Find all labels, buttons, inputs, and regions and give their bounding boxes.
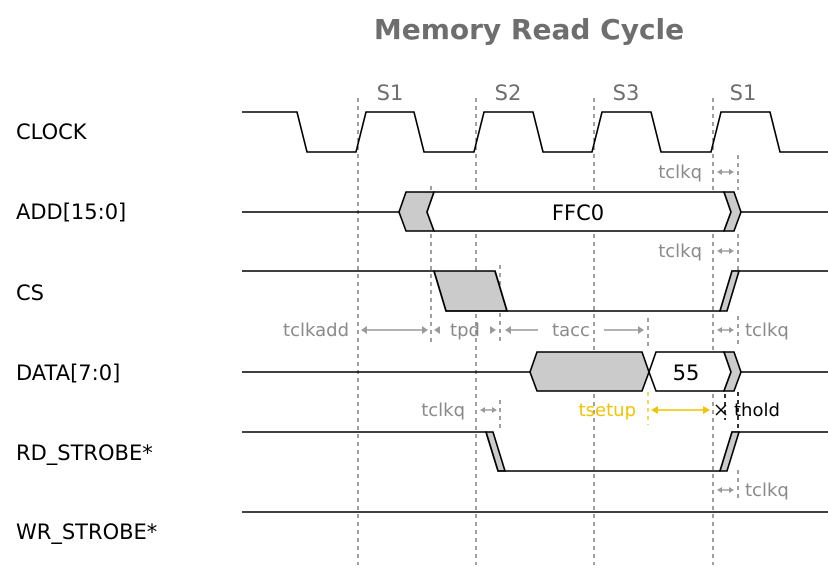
diagram-title: Memory Read Cycle [374,13,684,46]
timing-label-tsetup: tsetup [579,400,636,421]
signal-label-clock: CLOCK [16,120,88,144]
timing-label-tclkq-data: tclkq [745,320,789,341]
timing-arrow-tacc [505,326,644,334]
timing-arrow-tclkq-rd-end [717,487,734,493]
timing-label-tclkq-rd: tclkq [421,400,465,421]
timing-label-tclkq-cs: tclkq [658,241,702,262]
signal-label-add: ADD[15:0] [16,200,126,224]
timing-arrow-tpd [434,326,496,334]
clock-edge-guides [357,98,714,565]
cs-line [242,270,828,312]
timing-arrow-tclkq-data [717,327,734,333]
state-label-s1: S1 [377,81,404,105]
data-bus-waveform: 55 [242,351,828,392]
timing-label-thold: thold [734,400,780,421]
state-label-s1-next: S1 [730,81,757,105]
timing-arrow-tsetup [651,406,710,414]
clock-waveform [242,111,828,153]
add-release [722,191,742,232]
data-release [722,351,742,392]
timing-label-tclkadd: tclkadd [283,320,349,341]
signal-label-rd-strobe: RD_STROBE* [16,441,153,466]
add-value: FFC0 [552,201,604,225]
signal-label-wr-strobe: WR_STROBE* [16,520,157,545]
timing-arrow-tclkadd [361,326,428,334]
cs-fall-edge [494,270,508,312]
rd-rise-transition [718,431,741,472]
state-label-s3: S3 [613,81,640,105]
data-transition [529,351,650,392]
rd-line [242,431,828,472]
timing-arrow-tclkq-cs [717,248,734,254]
timing-label-tclkq-rd-end: tclkq [745,480,789,501]
timing-arrow-thold [715,404,727,416]
rd-strobe-waveform [242,431,828,472]
add-bus-waveform: FFC0 [242,191,828,232]
timing-arrow-tclkq-add [717,169,734,175]
timing-arrow-tclkq-rd [480,407,497,413]
data-value: 55 [673,361,700,385]
signal-label-data: DATA[7:0] [16,361,120,385]
cs-waveform [242,270,828,312]
cs-rise-transition [718,270,741,312]
timing-label-tpd: tpd [450,320,480,341]
state-label-s2: S2 [495,81,522,105]
timing-label-tacc: tacc [552,320,590,341]
signal-label-cs: CS [16,281,44,305]
timing-label-tclkq-add: tclkq [658,162,702,183]
